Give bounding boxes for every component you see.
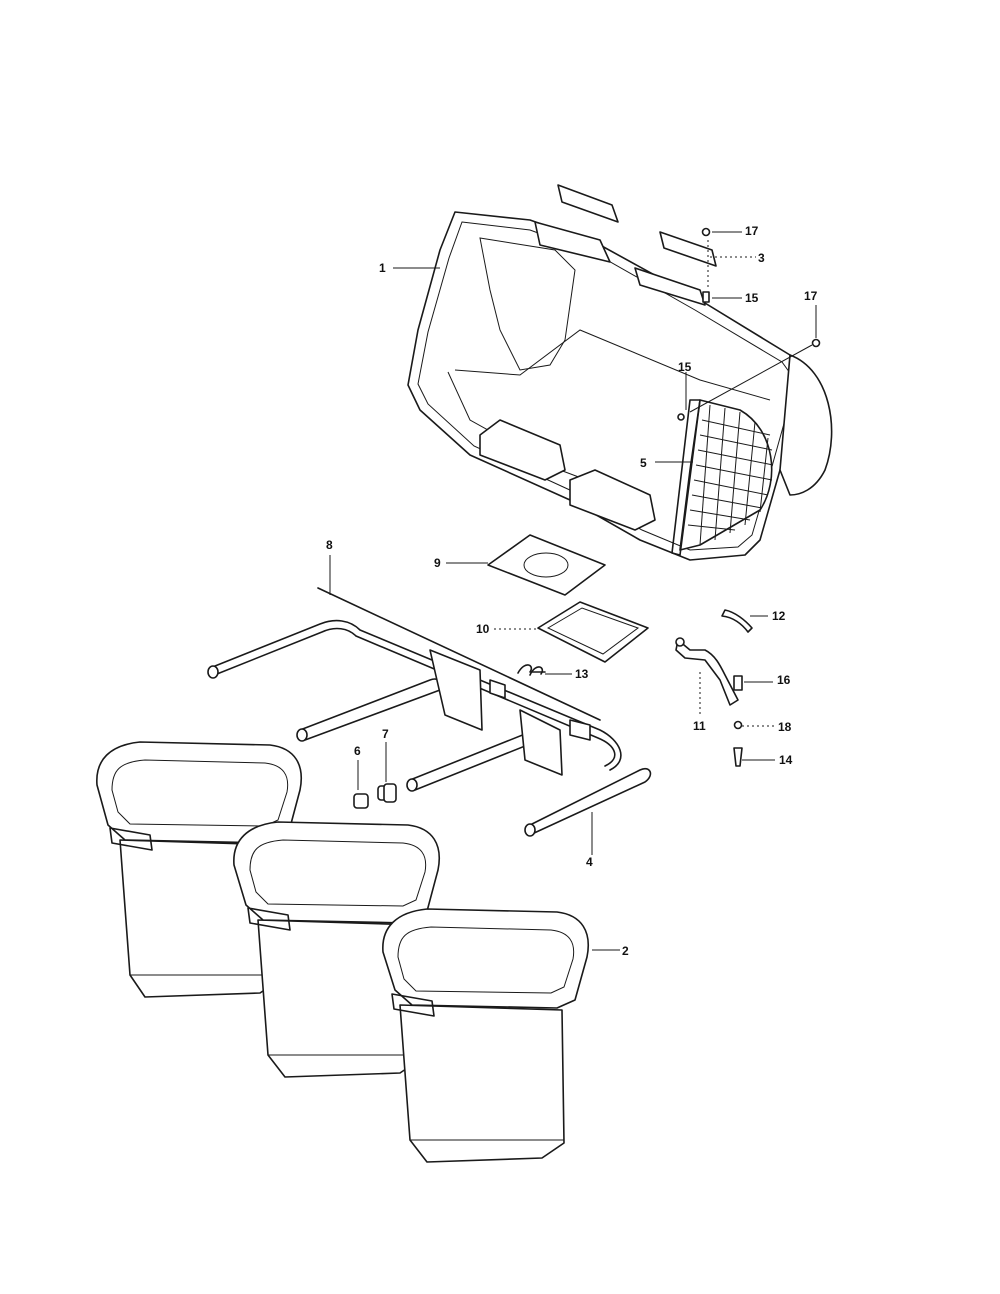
- spacer: [353, 793, 369, 809]
- bag-frame: [207, 587, 652, 837]
- callout-15-top: 15: [745, 291, 759, 305]
- hopper-screen: [671, 399, 774, 556]
- callout-2: 2: [622, 944, 629, 958]
- hairpin-clip: [517, 664, 546, 676]
- adapter-plate: [487, 534, 606, 596]
- callout-3: 3: [758, 251, 765, 265]
- latch-handle-grip: [721, 609, 753, 633]
- callout-14: 14: [779, 753, 793, 767]
- hinge-bracket: [557, 184, 717, 267]
- callout-17-right: 17: [804, 289, 818, 303]
- callout-11: 11: [693, 719, 706, 733]
- adapter-gasket: [537, 601, 649, 663]
- collection-bag-2: [233, 821, 440, 1078]
- hopper-housing: [407, 211, 833, 561]
- callout-8: 8: [326, 538, 333, 552]
- callout-15-mid: 15: [678, 360, 692, 374]
- callout-6: 6: [354, 744, 361, 758]
- bushing: [377, 783, 397, 803]
- callout-labels: 1 2 3 4 5 6 7 8 9 10 11 12 13 14 15 15 1…: [326, 224, 818, 958]
- callout-9: 9: [434, 556, 441, 570]
- latch-arm: [675, 637, 739, 706]
- leader-lines: [329, 231, 817, 951]
- callout-10: 10: [476, 622, 490, 636]
- callout-4: 4: [586, 855, 593, 869]
- callout-18: 18: [778, 720, 792, 734]
- callout-7: 7: [382, 727, 389, 741]
- callout-13: 13: [575, 667, 589, 681]
- callout-1: 1: [379, 261, 386, 275]
- callout-17-top: 17: [745, 224, 759, 238]
- hardware-top: [677, 227, 821, 421]
- collection-bag-3: [382, 908, 589, 1163]
- latch-hardware: [733, 675, 743, 767]
- callout-5: 5: [640, 456, 647, 470]
- callout-12: 12: [772, 609, 786, 623]
- callout-16: 16: [777, 673, 791, 687]
